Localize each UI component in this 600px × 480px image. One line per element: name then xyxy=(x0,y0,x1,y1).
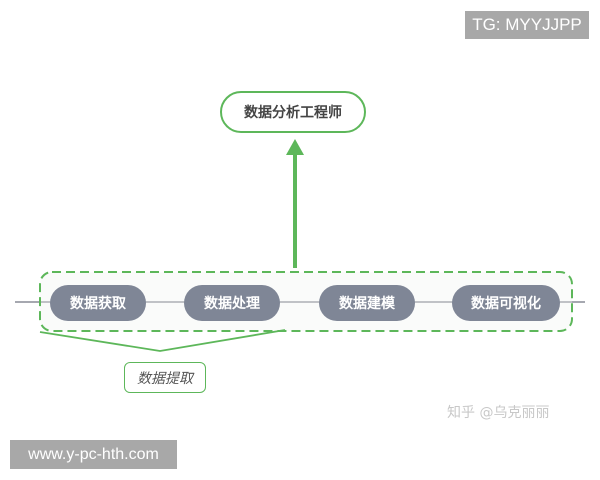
brace-lines xyxy=(39,329,286,352)
arrow-up-icon xyxy=(286,139,304,155)
pipeline-group-box xyxy=(39,271,573,332)
watermark-top-right: TG: MYYJJPP xyxy=(465,11,589,39)
group-label: 数据提取 xyxy=(124,362,206,393)
pipeline-node-acquire: 数据获取 xyxy=(50,285,146,321)
watermark-bottom-left: www.y-pc-hth.com xyxy=(10,440,177,469)
pipeline-node-visualize: 数据可视化 xyxy=(452,285,560,321)
zhihu-watermark: 知乎 @乌克丽丽 xyxy=(447,405,550,421)
goal-node: 数据分析工程师 xyxy=(220,91,366,133)
pipeline-node-process: 数据处理 xyxy=(184,285,280,321)
pipeline-node-model: 数据建模 xyxy=(319,285,415,321)
